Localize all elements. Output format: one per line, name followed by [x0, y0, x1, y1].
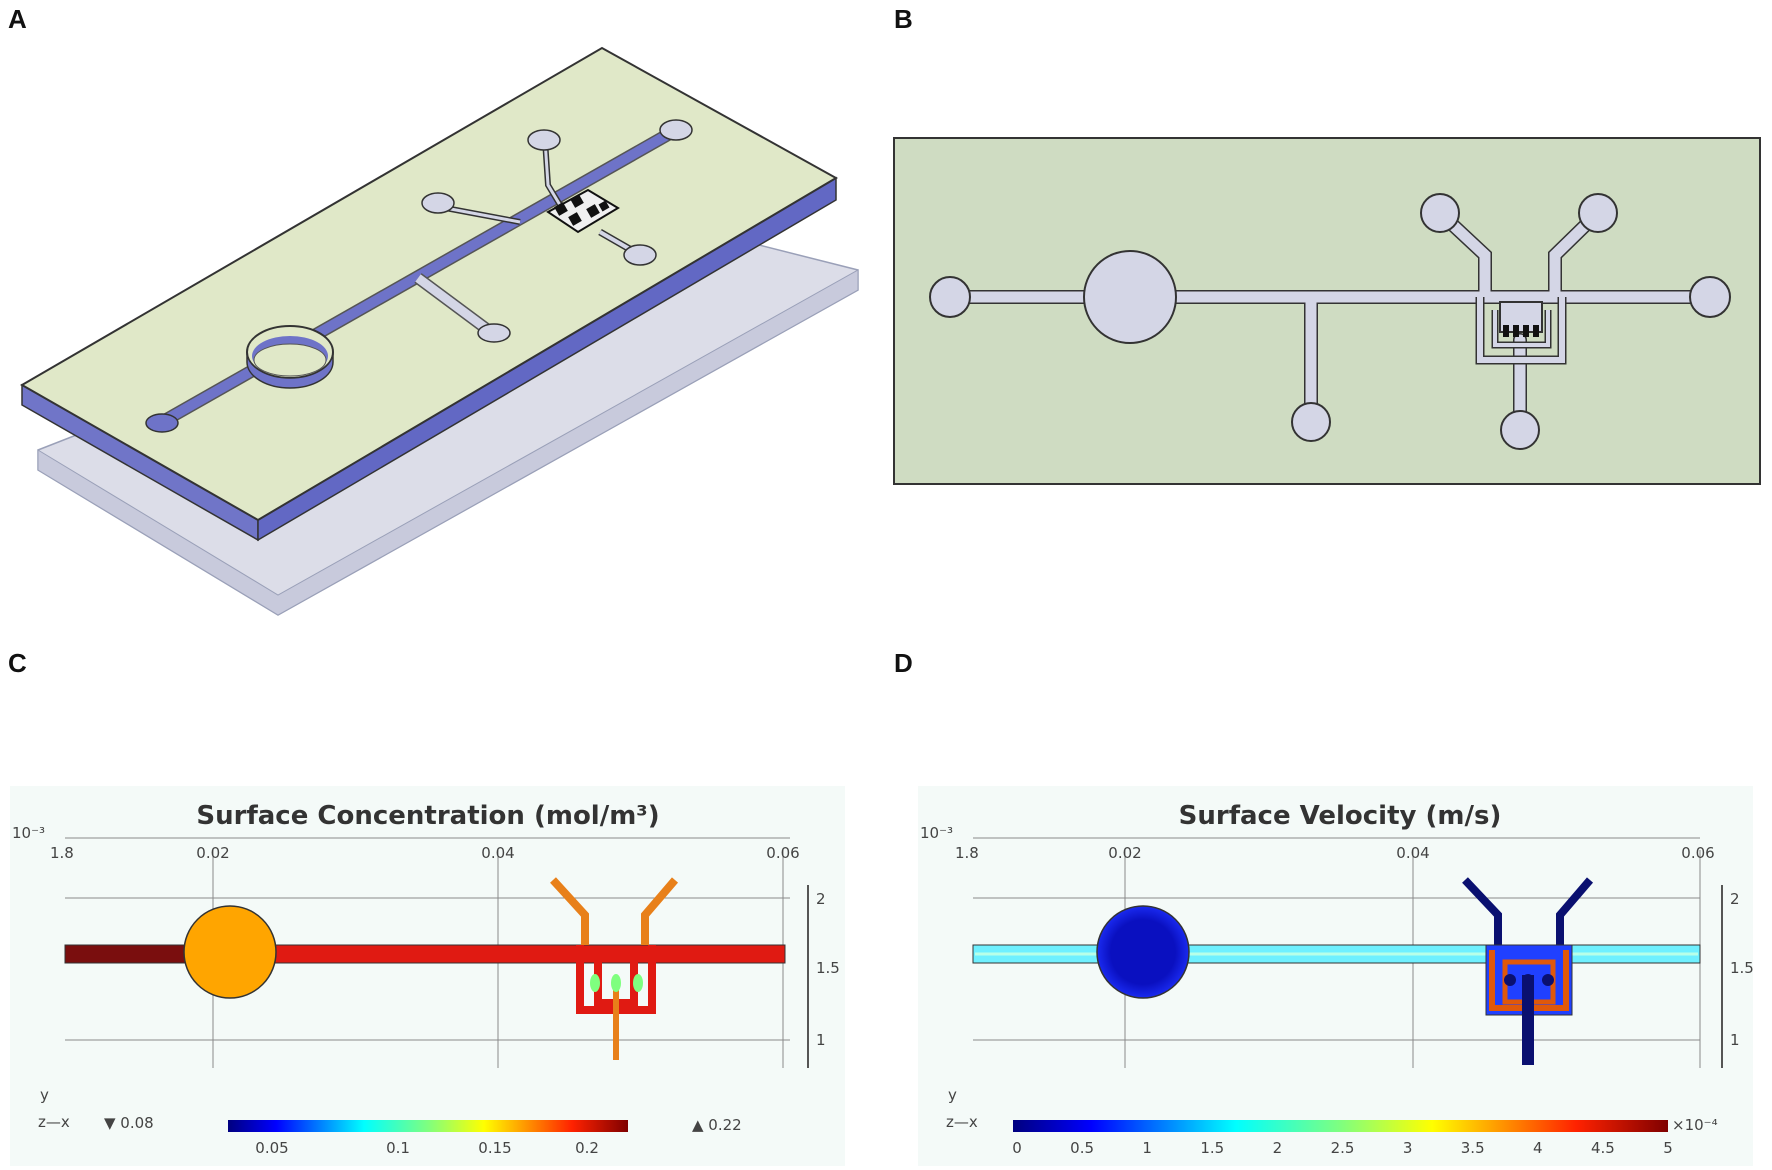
cbar-d-2: 1: [1142, 1139, 1152, 1157]
panel-b-chip-2d: [893, 137, 1761, 485]
cbar-d-10: 5: [1663, 1139, 1673, 1157]
axis-zx-c: z—x: [38, 1113, 70, 1131]
xtick-c-0: 1.8: [50, 844, 74, 862]
xtick-d-0: 1.8: [955, 844, 979, 862]
inlet-reservoir: [929, 276, 971, 318]
xtick-d-1: 0.02: [1108, 844, 1141, 862]
cbar-c-3: 0.2: [575, 1139, 599, 1157]
xtick-d-2: 0.04: [1396, 844, 1429, 862]
panel-label-d: D: [894, 648, 913, 678]
cbar-d-6: 3: [1403, 1139, 1413, 1157]
ytick-c-1: 1.5: [816, 959, 840, 977]
top-right-reservoir: [1578, 193, 1618, 233]
reservoir-upper-left: [421, 192, 455, 214]
axis-y-d: y: [948, 1086, 957, 1104]
colorbar-d: [1013, 1120, 1668, 1132]
reservoir-lower-right: [623, 244, 657, 266]
ytick-d-2: 1: [1730, 1031, 1740, 1049]
panel-label-a: A: [8, 4, 27, 34]
cbar-c-0: 0.05: [255, 1139, 288, 1157]
cbar-d-1: 0.5: [1070, 1139, 1094, 1157]
colorbar-c: [228, 1120, 628, 1132]
reservoir-left: [145, 413, 179, 433]
panel-d-velocity: Surface Velocity (m/s) 10⁻³ 1.8 0.02 0.0…: [918, 786, 1754, 1166]
panel-label-b: B: [894, 4, 913, 34]
xtick-d-3: 0.06: [1681, 844, 1714, 862]
xtick-c-2: 0.04: [481, 844, 514, 862]
panel-label-c: C: [8, 648, 27, 678]
chamber-cluster: [546, 188, 620, 234]
title-d: Surface Velocity (m/s): [1179, 801, 1502, 831]
reservoir-top: [527, 129, 561, 151]
top-left-reservoir: [1420, 193, 1460, 233]
ytick-c-0: 2: [816, 890, 826, 908]
cbar-d-7: 3.5: [1461, 1139, 1485, 1157]
colorbar-d-ticks: 0 0.5 1 1.5 2 2.5 3 3.5 4 4.5 5: [1012, 1139, 1673, 1157]
cbar-d-3: 1.5: [1200, 1139, 1224, 1157]
panel-c-concentration: Surface Concentration (mol/m³) 10⁻³ 1.8 …: [10, 786, 845, 1166]
exponent-c: 10⁻³: [12, 824, 45, 842]
branch-reservoir: [1291, 402, 1331, 442]
max-label-c: ▲ 0.22: [692, 1116, 742, 1134]
outlet-reservoir: [1689, 276, 1731, 318]
cbar-exponent-d: ×10⁻⁴: [1672, 1116, 1718, 1134]
cbar-c-1: 0.1: [386, 1139, 410, 1157]
cbar-d-8: 4: [1533, 1139, 1543, 1157]
xtick-c-1: 0.02: [196, 844, 229, 862]
cbar-c-2: 0.15: [478, 1139, 511, 1157]
reservoir-branch: [477, 323, 511, 343]
culture-chamber-2d: [1083, 250, 1177, 344]
cbar-d-9: 4.5: [1591, 1139, 1615, 1157]
culture-chamber-d: [1096, 905, 1190, 999]
chamber-network: [1475, 297, 1567, 365]
cbar-d-5: 2.5: [1331, 1139, 1355, 1157]
axis-y-c: y: [40, 1086, 49, 1104]
title-c: Surface Concentration (mol/m³): [196, 801, 659, 831]
inlet-channel-c: [64, 944, 186, 964]
cbar-d-0: 0: [1012, 1139, 1022, 1157]
bottom-reservoir: [1500, 410, 1540, 450]
panel-a-chip-3d: [19, 46, 859, 616]
xtick-c-3: 0.06: [766, 844, 799, 862]
axis-zx-d: z—x: [946, 1113, 978, 1131]
min-label-c: ▼ 0.08: [104, 1114, 154, 1132]
ytick-d-0: 2: [1730, 890, 1740, 908]
culture-chamber-c: [183, 905, 277, 999]
reservoir-right: [659, 119, 693, 141]
ytick-d-1: 1.5: [1730, 959, 1754, 977]
ytick-c-2: 1: [816, 1031, 826, 1049]
exponent-d: 10⁻³: [920, 824, 953, 842]
cbar-d-4: 2: [1273, 1139, 1283, 1157]
